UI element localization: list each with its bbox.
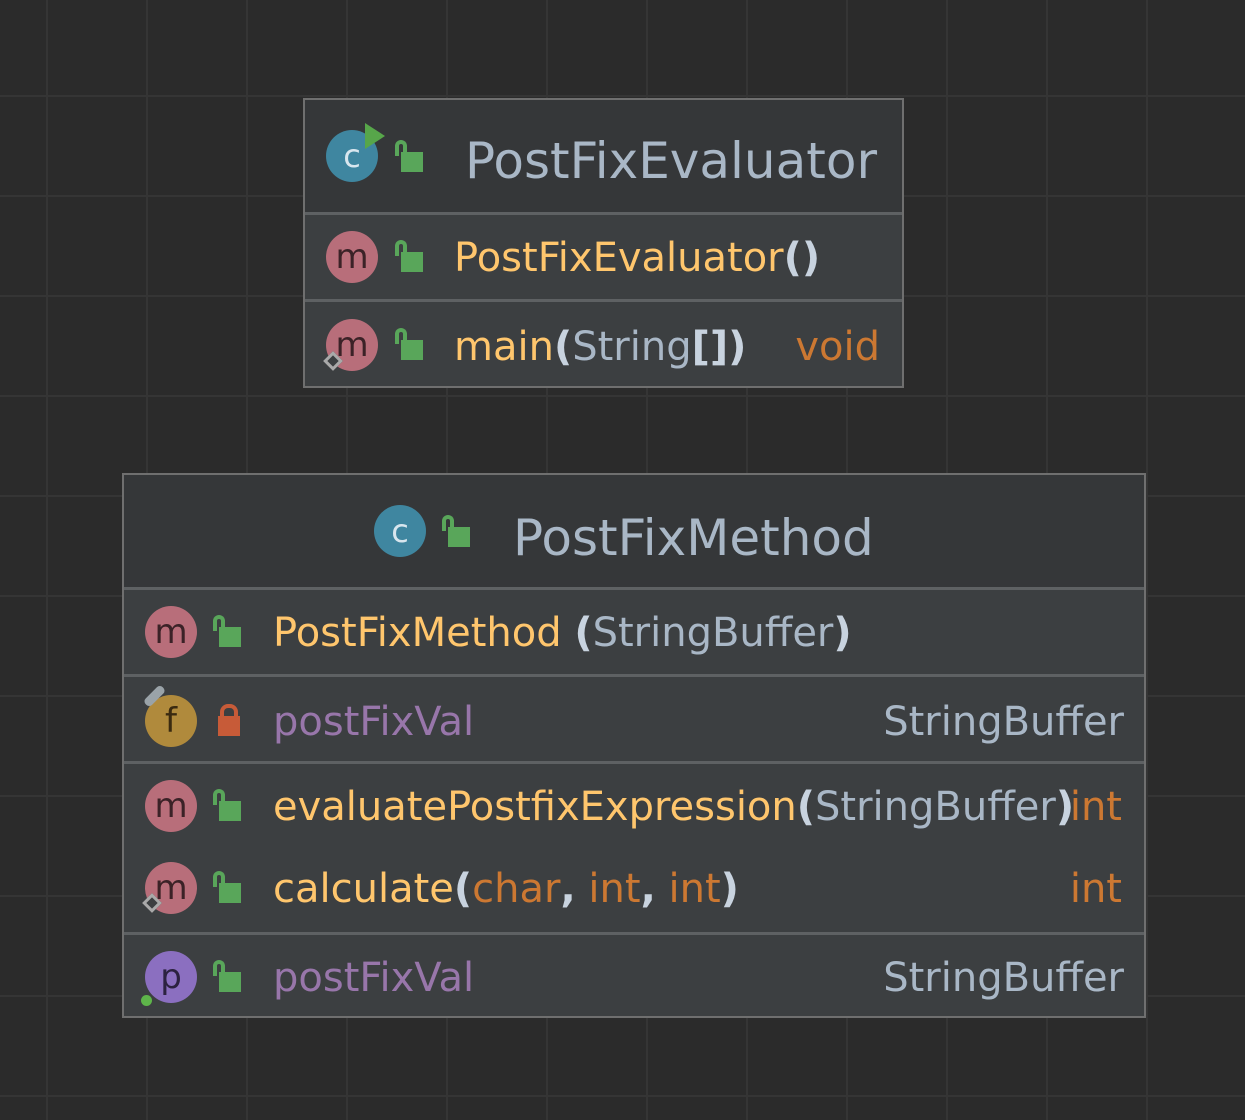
class-icon: c — [374, 505, 426, 557]
param-type: String — [572, 324, 692, 370]
constructor-signature: PostFixEvaluator() — [454, 238, 820, 278]
field-row-postfixval[interactable]: f postFixVal StringBuffer — [124, 677, 1144, 761]
array-brackets: [] — [691, 324, 729, 370]
locked-icon — [214, 704, 244, 738]
paren-close: ) — [720, 866, 739, 912]
method-icon: m — [145, 780, 197, 832]
class-badge-letter: c — [391, 512, 409, 550]
properties-section: p postFixVal StringBuffer — [124, 935, 1144, 1019]
method-row-main[interactable]: m main(String[]) void — [305, 302, 902, 386]
param-type-1: char — [472, 866, 561, 912]
field-icon: f — [145, 695, 197, 747]
method-name: evaluatePostfixExpression — [273, 784, 797, 830]
constructor-row[interactable]: m PostFixEvaluator() — [305, 215, 902, 299]
paren-open: ( — [453, 866, 473, 912]
green-dot-icon — [141, 995, 152, 1006]
return-type: int — [1069, 866, 1122, 912]
paren-close: ) — [728, 324, 747, 370]
field-name: postFixVal — [273, 699, 475, 745]
methods-section: m evaluatePostfixExpression(StringBuffer… — [124, 764, 1144, 935]
paren-open: ( — [574, 610, 593, 656]
constructor-name: PostFixEvaluator — [454, 235, 784, 281]
return-type: int — [1069, 784, 1122, 830]
class-title: PostFixMethod — [513, 509, 874, 567]
run-icon — [365, 123, 385, 149]
paren-close: ) — [1055, 784, 1075, 830]
field-type: StringBuffer — [883, 699, 1124, 745]
property-name: postFixVal — [273, 955, 475, 1001]
method-signature: main(String[]) — [454, 327, 746, 367]
paren-close: ) — [833, 610, 852, 656]
unlocked-icon — [395, 240, 425, 274]
return-type: void — [795, 324, 880, 370]
class-header[interactable]: c PostFixMethod — [124, 475, 1144, 590]
method-row-evaluate[interactable]: m evaluatePostfixExpression(StringBuffer… — [124, 764, 1144, 848]
paren-open: ( — [796, 784, 816, 830]
method-row-calculate[interactable]: m calculate(char, int, int) int — [124, 848, 1144, 932]
method-icon: m — [326, 231, 378, 283]
param-type: StringBuffer — [815, 784, 1056, 830]
comma: , — [560, 866, 576, 912]
method-name: main — [454, 324, 554, 370]
property-type: StringBuffer — [883, 955, 1124, 1001]
param-type: StringBuffer — [592, 610, 834, 656]
property-icon: p — [145, 951, 197, 1003]
constructors-section: m PostFixMethod (StringBuffer) — [124, 590, 1144, 677]
param-type-3: int — [668, 866, 721, 912]
paren-close: ) — [801, 235, 821, 281]
paren-open: ( — [783, 235, 802, 281]
property-row-postfixval[interactable]: p postFixVal StringBuffer — [124, 935, 1144, 1019]
class-title: PostFixEvaluator — [465, 132, 878, 190]
method-name: calculate — [273, 866, 454, 912]
constructor-row[interactable]: m PostFixMethod (StringBuffer) — [124, 590, 1144, 674]
unlocked-icon — [213, 615, 243, 649]
unlocked-icon — [213, 960, 243, 994]
unlocked-icon — [395, 328, 425, 362]
class-badge-letter: c — [343, 137, 361, 175]
comma: , — [640, 866, 656, 912]
constructor-signature: PostFixMethod (StringBuffer) — [273, 613, 852, 653]
fields-section: f postFixVal StringBuffer — [124, 677, 1144, 764]
class-box-postfixmethod[interactable]: c PostFixMethod m PostFixMethod (StringB… — [122, 473, 1146, 1018]
param-type-2: int — [588, 866, 641, 912]
method-icon: m — [145, 606, 197, 658]
constructor-name: PostFixMethod — [273, 610, 562, 656]
methods-section: m main(String[]) void — [305, 302, 902, 386]
unlocked-icon — [395, 140, 425, 174]
method-signature: evaluatePostfixExpression(StringBuffer) — [273, 787, 1074, 827]
unlocked-icon — [213, 789, 243, 823]
constructors-section: m PostFixEvaluator() — [305, 215, 902, 302]
class-header[interactable]: c PostFixEvaluator — [305, 100, 902, 215]
method-signature: calculate(char, int, int) — [273, 869, 739, 909]
class-box-postfixevaluator[interactable]: c PostFixEvaluator m PostFixEvaluator() … — [303, 98, 904, 388]
unlocked-icon — [442, 515, 472, 549]
paren-open: ( — [553, 324, 573, 370]
unlocked-icon — [213, 871, 243, 905]
